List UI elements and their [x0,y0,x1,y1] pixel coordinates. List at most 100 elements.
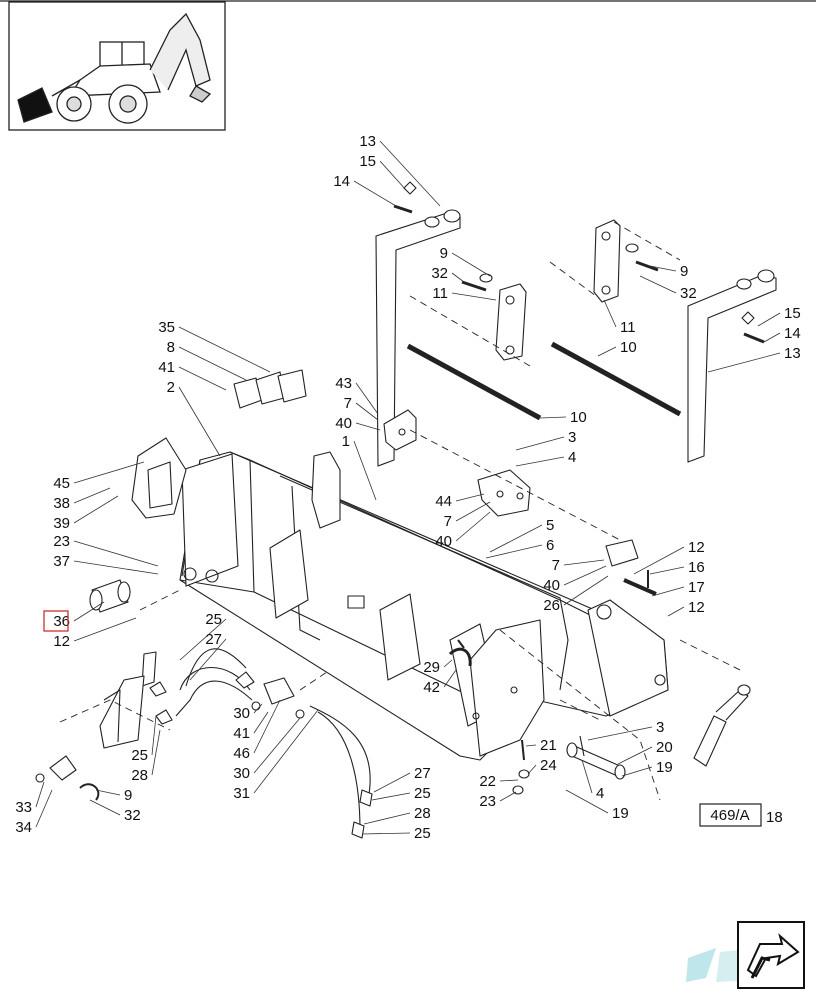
callout-32[interactable]: 32 [680,285,697,302]
callout-12[interactable]: 12 [53,633,70,650]
left-fork[interactable] [375,209,461,467]
callout-3[interactable]: 3 [568,429,576,446]
callout-11[interactable]: 11 [620,319,636,336]
carrier-11-right[interactable] [593,219,621,303]
callout-12[interactable]: 12 [688,599,705,616]
callout-13[interactable]: 13 [359,133,376,150]
reference-box[interactable]: 469/A 18 [699,803,783,827]
callout-leader-45 [73,461,145,484]
pin-assembly-20[interactable] [566,735,626,780]
callout-28[interactable]: 28 [131,767,148,784]
callout-27[interactable]: 27 [205,631,222,648]
callout-35[interactable]: 35 [158,319,175,336]
callout-9[interactable]: 9 [680,263,688,280]
callout-14[interactable]: 14 [784,325,801,342]
callout-leader-3 [515,436,565,451]
callout-46[interactable]: 46 [233,745,250,762]
hose-right[interactable] [309,705,373,839]
callout-29[interactable]: 29 [423,659,440,676]
callout-10[interactable]: 10 [620,339,637,356]
callout-30[interactable]: 30 [233,765,250,782]
pin-14-right[interactable] [743,332,765,344]
callout-26[interactable]: 26 [543,597,560,614]
carrier-11-left[interactable] [495,283,527,361]
callout-39[interactable]: 39 [53,515,70,532]
callout-42[interactable]: 42 [423,679,440,696]
callout-1[interactable]: 1 [342,433,350,450]
callout-10[interactable]: 10 [570,409,587,426]
callout-41[interactable]: 41 [158,359,175,376]
callout-32[interactable]: 32 [124,807,141,824]
callout-2[interactable]: 2 [167,379,175,396]
callout-45[interactable]: 45 [53,475,70,492]
callout-16[interactable]: 16 [688,559,705,576]
callout-23[interactable]: 23 [53,533,70,550]
callout-32[interactable]: 32 [431,265,448,282]
callout-9[interactable]: 9 [124,787,132,804]
callout-15[interactable]: 15 [359,153,376,170]
callout-15[interactable]: 15 [784,305,801,322]
cover-45[interactable] [131,437,187,519]
left-cylinder[interactable] [99,651,157,749]
callout-7[interactable]: 7 [344,395,352,412]
callout-3[interactable]: 3 [656,719,664,736]
valve-block-46[interactable] [251,677,305,719]
callout-9[interactable]: 9 [440,245,448,262]
callout-24[interactable]: 24 [540,757,557,774]
callout-41[interactable]: 41 [233,725,250,742]
callout-8[interactable]: 8 [167,339,175,356]
bracket-left[interactable] [383,409,417,451]
callout-11[interactable]: 11 [432,285,448,302]
callout-44[interactable]: 44 [435,493,452,510]
callout-7[interactable]: 7 [444,513,452,530]
callout-leader-24 [527,764,537,775]
callout-34[interactable]: 34 [15,819,32,836]
shaft-10-left[interactable] [406,343,542,421]
shaft-10-right[interactable] [550,341,682,417]
callout-31[interactable]: 31 [233,785,250,802]
bracket-26[interactable] [605,539,639,567]
hose-left[interactable] [149,648,255,725]
callout-21[interactable]: 21 [540,737,557,754]
clevis-33[interactable] [35,755,100,801]
overview-thumbnail[interactable] [8,1,226,131]
pads-35[interactable] [233,369,307,409]
callout-6[interactable]: 6 [546,537,554,554]
callout-43[interactable]: 43 [335,375,352,392]
callout-4[interactable]: 4 [568,449,576,466]
callout-22[interactable]: 22 [479,773,496,790]
callout-13[interactable]: 13 [784,345,801,362]
callout-20[interactable]: 20 [656,739,673,756]
callout-25[interactable]: 25 [414,785,431,802]
callout-28[interactable]: 28 [414,805,431,822]
callout-4[interactable]: 4 [596,785,604,802]
pin-14-left[interactable] [393,204,413,214]
callout-14[interactable]: 14 [333,173,350,190]
bracket-44[interactable] [477,469,531,517]
right-fork[interactable] [687,269,777,463]
callout-30[interactable]: 30 [233,705,250,722]
callout-12[interactable]: 12 [688,539,705,556]
right-cylinder-18[interactable] [693,684,751,767]
callout-5[interactable]: 5 [546,517,554,534]
bucket-body[interactable] [179,451,669,761]
callout-leader-27 [189,638,227,681]
callout-37[interactable]: 37 [53,553,70,570]
callout-17[interactable]: 17 [688,579,705,596]
callout-25[interactable]: 25 [131,747,148,764]
callout-25[interactable]: 25 [414,825,431,842]
callout-19[interactable]: 19 [612,805,629,822]
callout-19[interactable]: 19 [656,759,673,776]
callout-40[interactable]: 40 [435,533,452,550]
callout-40[interactable]: 40 [543,577,560,594]
next-page-arrow-icon[interactable] [737,921,805,989]
callout-40[interactable]: 40 [335,415,352,432]
callout-33[interactable]: 33 [15,799,32,816]
callout-36[interactable]: 36 [53,613,70,630]
callout-7[interactable]: 7 [552,557,560,574]
callout-25[interactable]: 25 [205,611,222,628]
callout-27[interactable]: 27 [414,765,431,782]
callout-23[interactable]: 23 [479,793,496,810]
callout-38[interactable]: 38 [53,495,70,512]
